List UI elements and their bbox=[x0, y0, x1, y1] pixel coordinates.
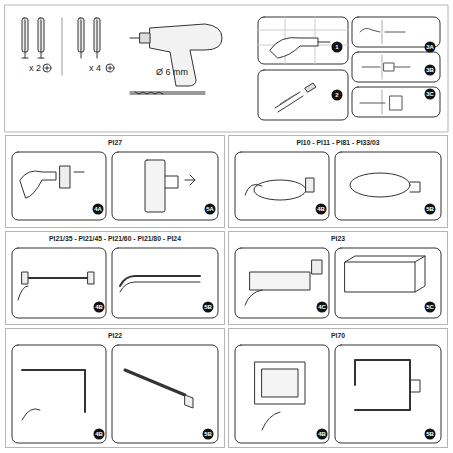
quantity-label: Ø 6 mm bbox=[156, 67, 188, 77]
callout-number: 5B bbox=[203, 429, 214, 440]
panel-heading: PI21/35 - PI21/45 - PI21/60 - PI21/80 - … bbox=[6, 235, 224, 242]
panel-heading: PI10 - PI11 - PI81 - PI33/03 bbox=[229, 139, 447, 146]
callout-number: 5C bbox=[425, 302, 436, 313]
callout-number: 4A bbox=[93, 204, 104, 215]
product-panel: PI23 bbox=[228, 231, 448, 325]
product-panel: PI21/35 - PI21/45 - PI21/60 - PI21/80 - … bbox=[5, 231, 225, 325]
callout-number: 3B bbox=[425, 65, 436, 76]
panel-heading: PI70 bbox=[229, 332, 447, 339]
callout-number: 5B bbox=[425, 204, 436, 215]
callout-number: 3A bbox=[425, 42, 436, 53]
callout-number: 4B bbox=[317, 429, 328, 440]
callout-number: 4B bbox=[94, 302, 105, 313]
callout-number: 4B bbox=[316, 204, 327, 215]
product-panel: PI10 - PI11 - PI81 - PI33/03 bbox=[228, 135, 448, 228]
callout-number: 1 bbox=[332, 42, 343, 53]
callout-number: 5A bbox=[205, 204, 216, 215]
panel-heading: PI22 bbox=[6, 332, 224, 339]
callout-number: 3C bbox=[425, 89, 436, 100]
panel-heading: PI27 bbox=[6, 139, 224, 146]
panel-heading: PI23 bbox=[229, 235, 447, 242]
product-panel: PI27 bbox=[5, 135, 225, 228]
callout-number: 5B bbox=[425, 429, 436, 440]
product-panel: PI70 bbox=[228, 328, 448, 448]
product-panel: PI22 bbox=[5, 328, 225, 448]
callout-number: 4C bbox=[317, 302, 328, 313]
quantity-label: x 2 bbox=[29, 63, 41, 73]
callout-number: 5B bbox=[203, 302, 214, 313]
callout-number: 2 bbox=[332, 90, 343, 101]
quantity-label: x 4 bbox=[89, 63, 101, 73]
callout-number: 4B bbox=[94, 429, 105, 440]
